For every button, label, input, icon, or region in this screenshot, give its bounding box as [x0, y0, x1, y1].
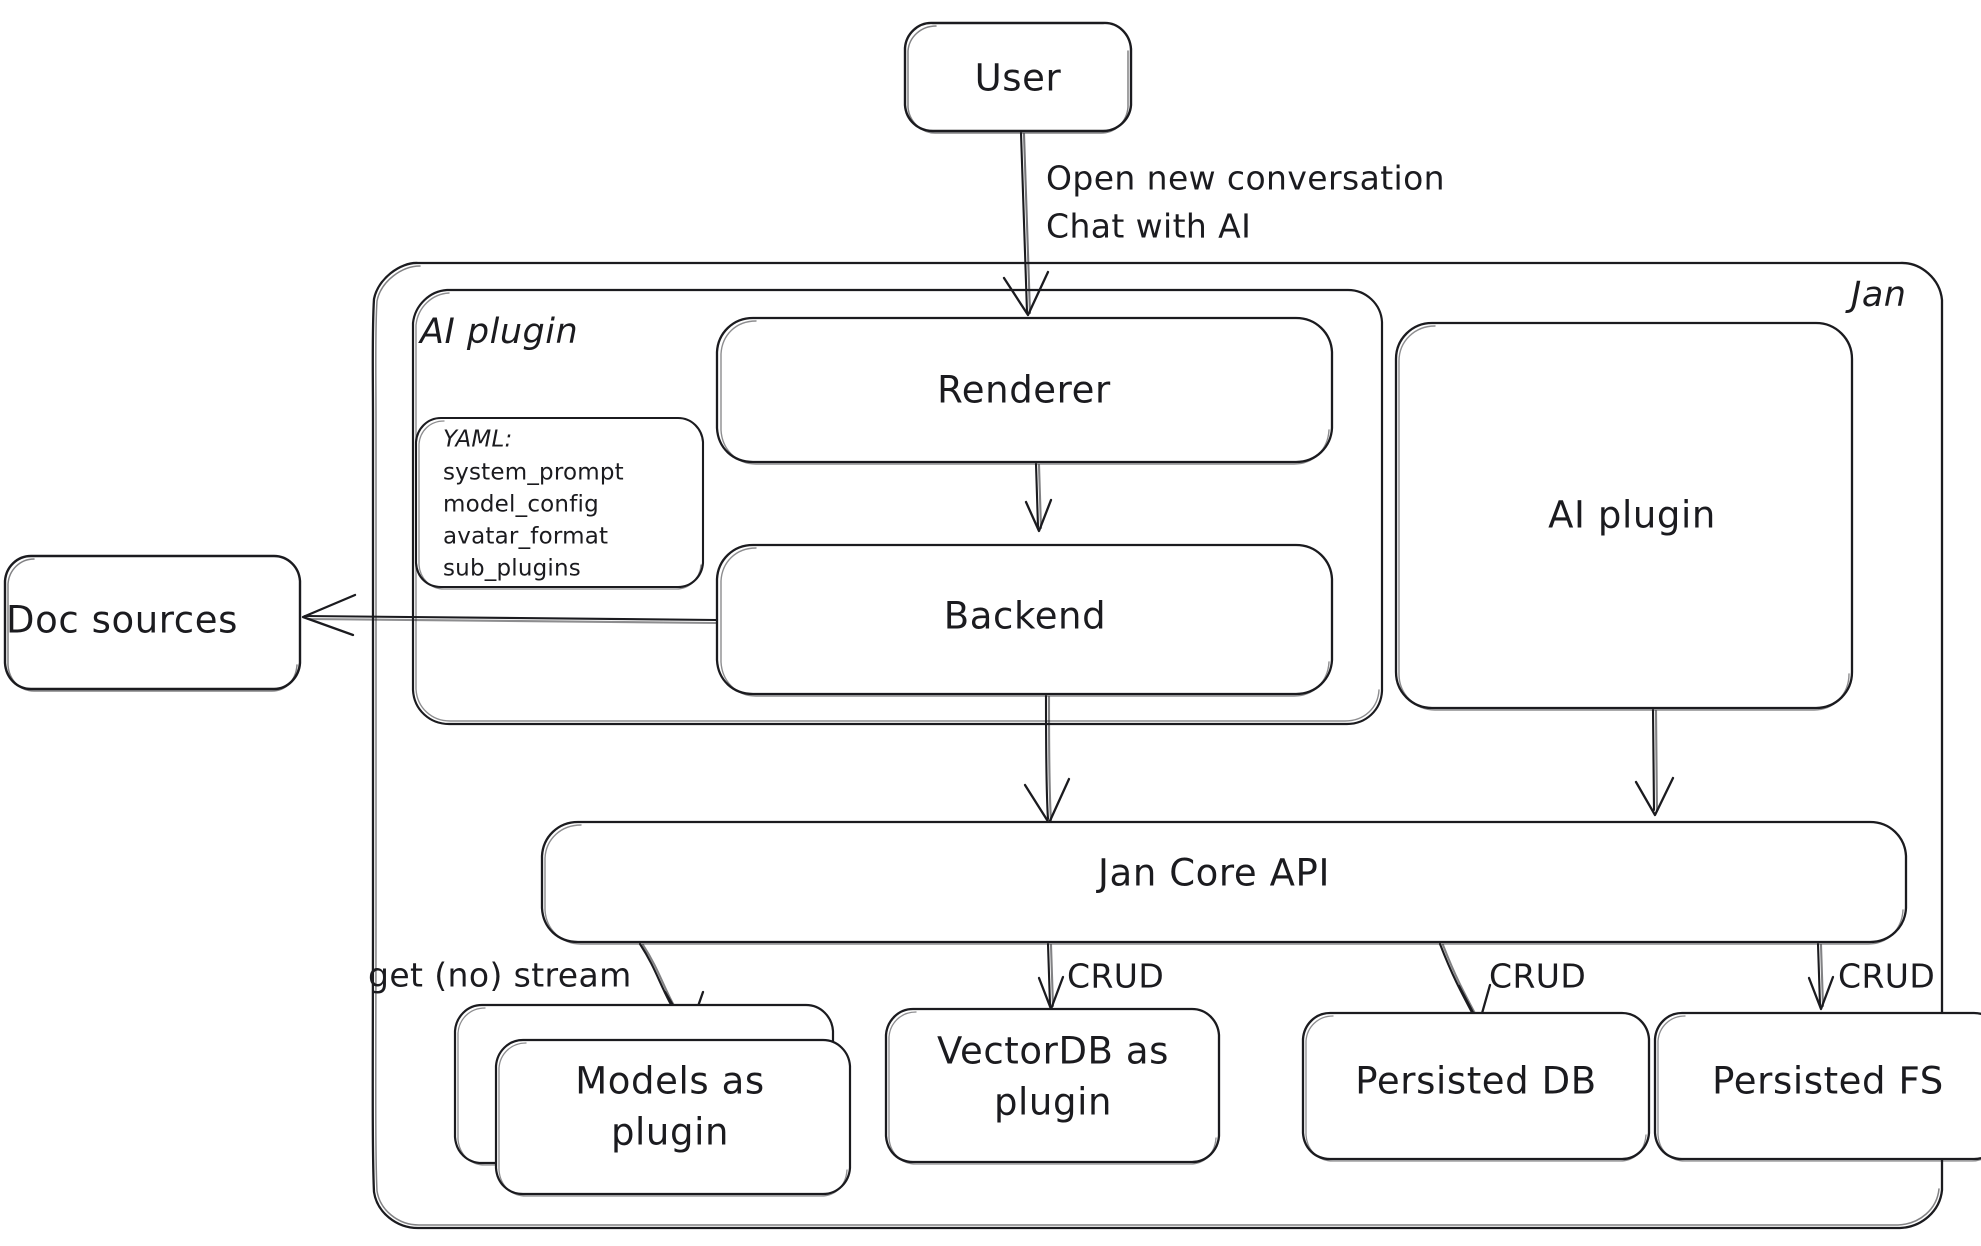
node-vectordb-plugin[interactable]: VectorDB as plugin: [884, 1007, 1221, 1165]
edge-renderer-to-backend: [1024, 462, 1053, 533]
edge-label-user-to-renderer-line1: Open new conversation: [1046, 159, 1445, 198]
container-ai-plugin-group-label: AI plugin: [418, 312, 578, 352]
node-doc-sources-label: Doc sources: [6, 599, 238, 642]
node-ai-plugin-label: AI plugin: [1548, 494, 1716, 537]
node-jan-core-api-label: Jan Core API: [1096, 852, 1330, 895]
node-user-label: User: [975, 57, 1062, 100]
node-renderer-label: Renderer: [937, 369, 1111, 412]
node-vectordb-plugin-label-line1: VectorDB as: [937, 1030, 1169, 1073]
node-persisted-db[interactable]: Persisted DB: [1301, 1011, 1651, 1162]
node-backend[interactable]: Backend: [715, 543, 1334, 697]
edge-ai-plugin-to-core: [1634, 708, 1675, 817]
node-backend-label: Backend: [944, 595, 1106, 638]
yaml-card-item-0: system_prompt: [443, 460, 624, 486]
node-persisted-fs-label: Persisted FS: [1712, 1060, 1944, 1103]
node-vectordb-plugin-label-line2: plugin: [994, 1081, 1112, 1124]
node-renderer[interactable]: Renderer: [715, 316, 1334, 465]
yaml-card-item-1: model_config: [443, 492, 599, 518]
edge-core-to-persisted-db: CRUD: [1438, 942, 1586, 1026]
edge-label-core-to-persisted-fs: CRUD: [1838, 957, 1935, 996]
yaml-card-item-2: avatar_format: [443, 524, 608, 550]
edge-core-to-vectordb: CRUD: [1037, 942, 1164, 1011]
edge-core-to-persisted-fs: CRUD: [1807, 942, 1935, 1011]
edge-label-user-to-renderer-line2: Chat with AI: [1046, 207, 1251, 246]
node-user[interactable]: User: [903, 21, 1133, 134]
node-models-plugin-label-line1: Models as: [575, 1060, 764, 1103]
node-persisted-fs[interactable]: Persisted FS: [1653, 1011, 1981, 1162]
edge-core-to-models: get (no) stream: [368, 942, 705, 1034]
edge-backend-to-doc-sources: [301, 593, 719, 637]
node-ai-plugin[interactable]: AI plugin: [1394, 321, 1854, 711]
node-models-plugin-label-line2: plugin: [611, 1111, 729, 1154]
node-persisted-db-label: Persisted DB: [1355, 1060, 1596, 1103]
node-models-plugin[interactable]: Models as plugin: [453, 1003, 852, 1197]
edge-label-core-to-persisted-db: CRUD: [1489, 957, 1586, 996]
edge-user-to-renderer: Open new conversation Chat with AI: [1002, 131, 1445, 317]
node-doc-sources[interactable]: Doc sources: [3, 554, 302, 692]
card-yaml-config: YAML: system_prompt model_config avatar_…: [414, 416, 705, 590]
yaml-card-item-3: sub_plugins: [443, 556, 581, 582]
edge-label-core-to-vectordb: CRUD: [1067, 957, 1164, 996]
yaml-card-header: YAML:: [443, 427, 512, 453]
container-jan-label: Jan: [1845, 275, 1906, 315]
node-jan-core-api[interactable]: Jan Core API: [540, 820, 1908, 945]
edge-label-core-to-models: get (no) stream: [368, 956, 632, 995]
